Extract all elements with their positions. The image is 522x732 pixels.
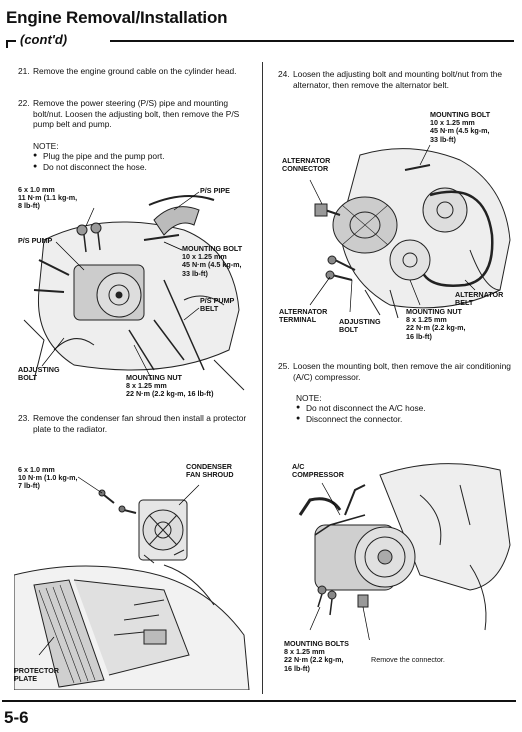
step-text: Remove the power steering (P/S) pipe and…: [33, 98, 240, 129]
ps-adjusting-bolt-label: ADJUSTING BOLT: [18, 365, 60, 383]
ac-compressor-label: A/C COMPRESSOR: [292, 462, 344, 480]
step-text: Remove the engine ground cable on the cy…: [33, 66, 237, 76]
step-25: 25. Loosen the mounting bolt, then remov…: [278, 361, 514, 382]
alt-mounting-bolt-label: MOUNTING BOLT 10 x 1.25 mm 45 N·m (4.5 k…: [430, 110, 491, 144]
alt-connector-label: ALTERNATOR CONNECTOR: [282, 156, 331, 174]
page-number: 5-6: [4, 708, 29, 727]
note-heading: NOTE:: [33, 141, 59, 151]
note-22: NOTE: Plug the pipe and the pump port. D…: [33, 141, 253, 172]
remove-connector-label: Remove the connector.: [371, 655, 445, 664]
step-text: Remove the condenser fan shroud then ins…: [33, 413, 247, 434]
header-rule: [110, 40, 514, 42]
footer-rule: [2, 700, 516, 702]
column-divider: [262, 62, 263, 694]
alt-adjusting-bolt-label: ADJUSTING BOLT: [339, 317, 381, 335]
note-item: Plug the pipe and the pump port.: [33, 151, 253, 162]
step-number: 25.: [278, 361, 290, 371]
shroud-bolt-spec-label: 6 x 1.0 mm 10 N·m (1.0 kg-m, 7 lb-ft): [18, 465, 78, 491]
step-text: Loosen the adjusting bolt and mounting b…: [293, 69, 503, 90]
step-21: 21. Remove the engine ground cable on th…: [18, 66, 256, 77]
step-number: 21.: [18, 66, 30, 76]
header-corner-rule: [6, 40, 16, 48]
alt-belt-label: ALTERNATOR BELT: [455, 290, 504, 308]
step-number: 22.: [18, 98, 30, 108]
alternator-illustration: [309, 144, 511, 319]
page-subtitle: (cont'd): [20, 32, 68, 47]
ps-pump-belt-label: P/S PUMP BELT: [200, 296, 235, 314]
step-22: 22. Remove the power steering (P/S) pipe…: [18, 98, 256, 130]
note-25: NOTE: Do not disconnect the A/C hose. Di…: [296, 393, 506, 424]
ps-mounting-nut-label: MOUNTING NUT 8 x 1.25 mm 22 N·m (2.2 kg-…: [126, 373, 214, 399]
page-title: Engine Removal/Installation: [6, 8, 228, 27]
ps-pump-label: P/S PUMP: [18, 236, 53, 245]
ps-pipe-label: P/S PIPE: [200, 186, 230, 195]
note-item: Do not disconnect the A/C hose.: [296, 403, 506, 414]
note-heading: NOTE:: [296, 393, 322, 403]
step-text: Loosen the mounting bolt, then remove th…: [293, 361, 511, 382]
ps-mounting-bolt-label: MOUNTING BOLT 10 x 1.25 mm 45 N·m (4.5 k…: [182, 244, 243, 278]
alt-terminal-label: ALTERNATOR TERMINAL: [279, 307, 328, 325]
alt-mounting-nut-label: MOUNTING NUT 8 x 1.25 mm 22 N·m (2.2 kg-…: [406, 307, 466, 341]
step-24: 24. Loosen the adjusting bolt and mounti…: [278, 69, 514, 90]
condenser-shroud-illustration: [14, 476, 250, 690]
ac-mounting-bolts-label: MOUNTING BOLTS 8 x 1.25 mm 22 N·m (2.2 k…: [284, 639, 349, 673]
step-23: 23. Remove the condenser fan shroud then…: [18, 413, 256, 434]
ps-bolt-spec-label: 6 x 1.0 mm 11 N·m (1.1 kg-m, 8 lb-ft): [18, 185, 78, 211]
ps-pump-illustration: [23, 191, 245, 391]
note-item: Disconnect the connector.: [296, 414, 506, 425]
condenser-shroud-label: CONDENSER FAN SHROUD: [186, 462, 234, 480]
note-item: Do not disconnect the hose.: [33, 162, 253, 173]
ac-compressor-illustration: [298, 463, 511, 640]
step-number: 23.: [18, 413, 30, 423]
protector-plate-label: PROTECTOR PLATE: [14, 666, 59, 684]
step-number: 24.: [278, 69, 290, 79]
